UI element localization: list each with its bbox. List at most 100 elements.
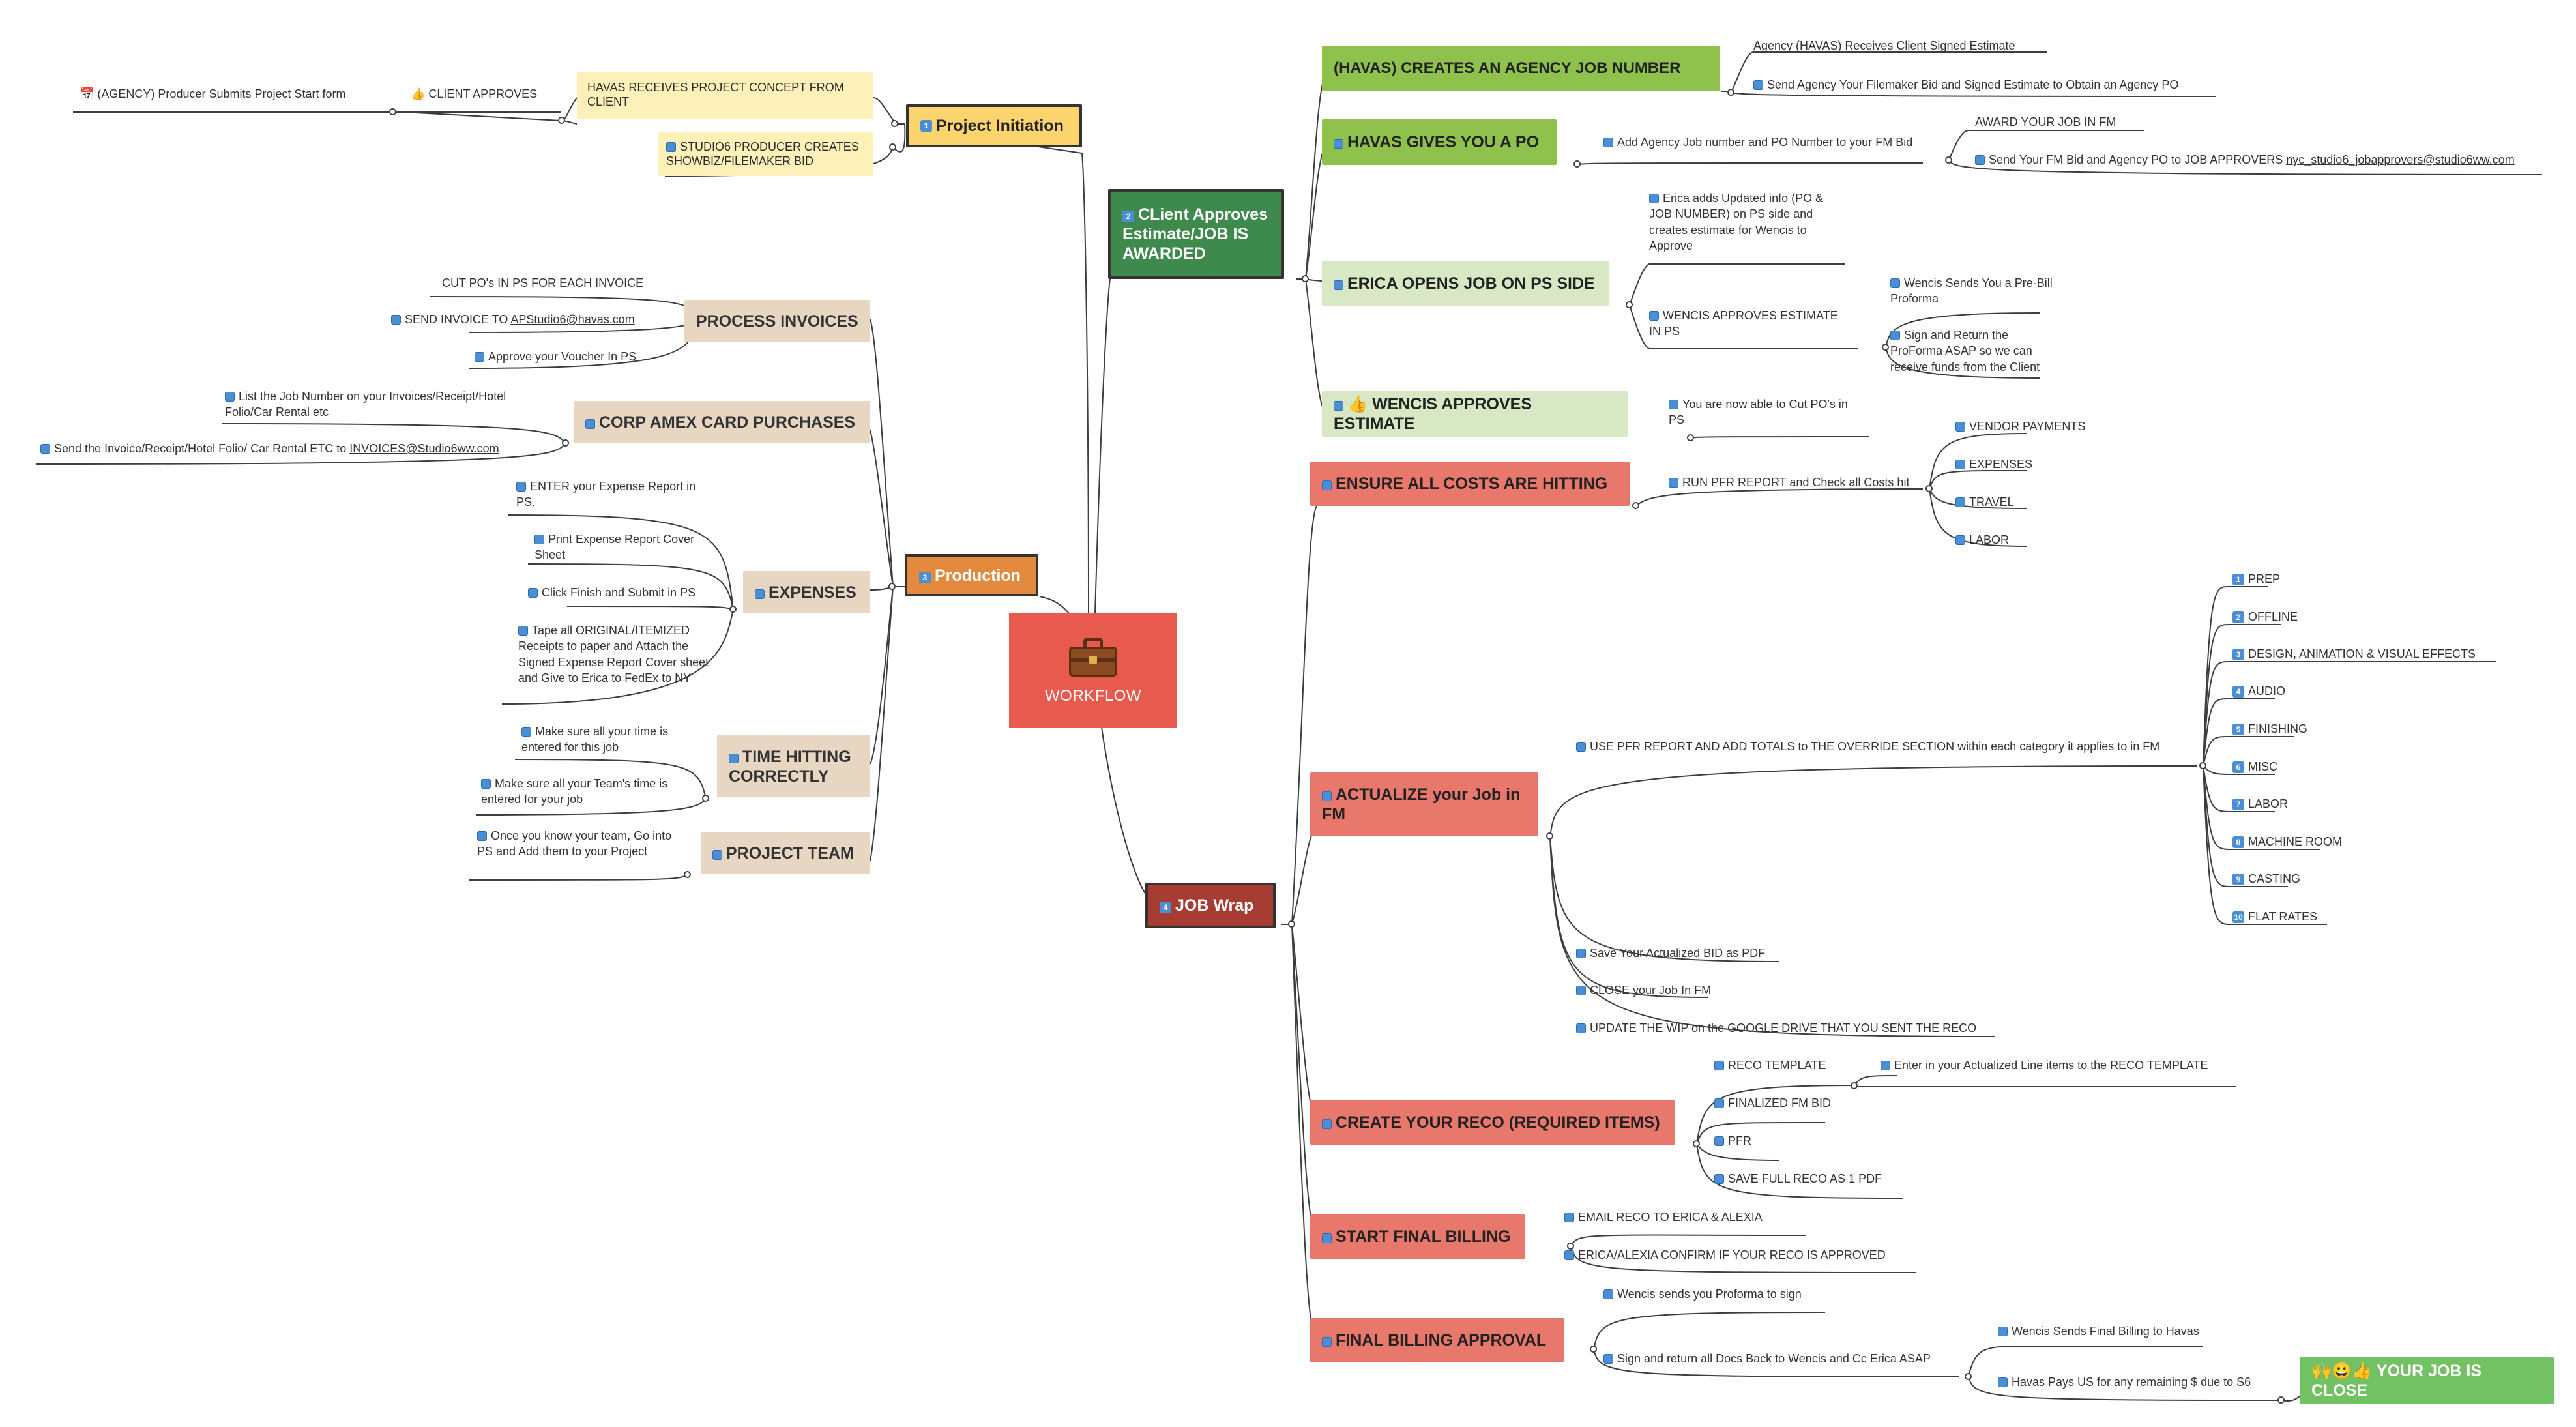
- badge-icon: 8: [2232, 836, 2244, 848]
- checkbox-icon: [1714, 1061, 1724, 1070]
- leaf-sign-return-proforma[interactable]: Sign and Return the ProForma ASAP so we …: [1890, 329, 2040, 374]
- leaf-cut-pos[interactable]: You are now able to Cut PO's in PS: [1669, 398, 1848, 427]
- leaf-award-job[interactable]: AWARD YOUR JOB IN FM: [1975, 115, 2116, 128]
- badge-icon: 5: [2232, 724, 2244, 735]
- node-wencis-approves-estimate[interactable]: 👍 WENCIS APPROVES ESTIMATE: [1322, 391, 1628, 437]
- badge-icon: 1: [2232, 574, 2244, 585]
- node-corp-amex[interactable]: CORP AMEX CARD PURCHASES: [574, 401, 870, 443]
- leaf-agency-receives-estimate[interactable]: Agency (HAVAS) Receives Client Signed Es…: [1753, 39, 2015, 52]
- node-producer-submits[interactable]: 📅 (AGENCY) Producer Submits Project Star…: [80, 87, 346, 100]
- checkbox-icon: [1603, 1354, 1613, 1364]
- node-time-hitting[interactable]: TIME HITTING CORRECTLY: [717, 735, 870, 797]
- leaf-tape-receipts[interactable]: Tape all ORIGINAL/ITEMIZED Receipts to p…: [518, 624, 709, 684]
- node-ensure-costs[interactable]: ENSURE ALL COSTS ARE HITTING: [1310, 462, 1630, 506]
- node-create-reco[interactable]: CREATE YOUR RECO (REQUIRED ITEMS): [1310, 1100, 1675, 1145]
- checkbox-icon: [1975, 155, 1985, 165]
- junction-dot: [1632, 502, 1639, 509]
- leaf-add-agency-job-number[interactable]: Add Agency Job number and PO Number to y…: [1603, 134, 1912, 150]
- node-final-billing-approval[interactable]: FINAL BILLING APPROVAL: [1310, 1318, 1564, 1362]
- node-project-team[interactable]: PROJECT TEAM: [701, 832, 870, 874]
- invoices-email-link[interactable]: INVOICES@Studio6ww.com: [349, 442, 499, 455]
- node-erica-opens-job[interactable]: ERICA OPENS JOB ON PS SIDE: [1322, 261, 1609, 306]
- node-client-approves[interactable]: 👍 CLIENT APPROVES: [411, 87, 538, 100]
- leaf-cut-pos-invoice[interactable]: CUT PO's IN PS FOR EACH INVOICE: [442, 276, 644, 289]
- node-havas-gives-po[interactable]: HAVAS GIVES YOU A PO: [1322, 119, 1557, 165]
- leaf-use-pfr-report[interactable]: USE PFR REPORT AND ADD TOTALS to THE OVE…: [1576, 739, 2159, 754]
- job-approvers-email-link[interactable]: nyc_studio6_jobapprovers@studio6ww.com: [2286, 153, 2515, 166]
- leaf-send-invoice-receipt[interactable]: Send the Invoice/Receipt/Hotel Folio/ Ca…: [40, 441, 499, 456]
- leaf-enter-expense-report[interactable]: ENTER your Expense Report in PS.: [516, 480, 696, 509]
- leaf-wencis-sends-proforma[interactable]: Wencis sends you Proforma to sign: [1603, 1286, 1802, 1302]
- junction-dot: [1546, 832, 1553, 840]
- leaf-save-actualized-bid[interactable]: Save Your Actualized BID as PDF: [1576, 945, 1765, 961]
- leaf-send-fm-bid[interactable]: Send Your FM Bid and Agency PO to JOB AP…: [1975, 152, 2515, 168]
- leaf-email-reco[interactable]: EMAIL RECO TO ERICA & ALEXIA: [1564, 1209, 1763, 1225]
- leaf-own-time[interactable]: Make sure all your time is entered for t…: [521, 725, 669, 754]
- junction-dot: [1965, 1373, 1972, 1380]
- node-actualize-job[interactable]: ACTUALIZE your Job in FM: [1310, 772, 1538, 836]
- checkbox-icon: [1603, 138, 1613, 147]
- leaf-erica-adds-info[interactable]: Erica adds Updated info (PO & JOB NUMBER…: [1649, 192, 1824, 252]
- leaf-sign-return-docs[interactable]: Sign and return all Docs Back to Wencis …: [1603, 1351, 1931, 1366]
- topic-project-initiation[interactable]: 1 Project Initiation: [906, 104, 1082, 147]
- leaf-list-job-number[interactable]: List the Job Number on your Invoices/Rec…: [225, 390, 506, 419]
- leaf-wencis-approves-in-ps[interactable]: WENCIS APPROVES ESTIMATE IN PS: [1649, 309, 1838, 338]
- node-creates-agency-job-number[interactable]: (HAVAS) CREATES AN AGENCY JOB NUMBER: [1322, 46, 1720, 91]
- leaf-send-invoice[interactable]: SEND INVOICE TO APStudio6@havas.com: [391, 312, 635, 327]
- leaf-approve-voucher[interactable]: Approve your Voucher In PS: [475, 349, 636, 364]
- checkbox-icon: [729, 753, 739, 763]
- leaf-wencis-sends-final[interactable]: Wencis Sends Final Billing to Havas: [1998, 1323, 2199, 1339]
- node-expenses[interactable]: EXPENSES: [743, 571, 870, 613]
- leaf-click-finish[interactable]: Click Finish and Submit in PS: [528, 585, 695, 600]
- checkbox-icon: [1955, 497, 1965, 507]
- leaf-confirm-reco[interactable]: ERICA/ALEXIA CONFIRM IF YOUR RECO IS APP…: [1564, 1247, 1886, 1263]
- leaf-send-agency-bid[interactable]: Send Agency Your Filemaker Bid and Signe…: [1753, 77, 2178, 93]
- node-havas-receives-concept[interactable]: HAVAS RECEIVES PROJECT CONCEPT FROM CLIE…: [577, 72, 873, 119]
- leaf-save-full-reco[interactable]: SAVE FULL RECO AS 1 PDF: [1714, 1171, 1882, 1186]
- leaf-finalized-fm-bid[interactable]: FINALIZED FM BID: [1714, 1095, 1831, 1111]
- leaf-pfr[interactable]: PFR: [1714, 1133, 1751, 1149]
- checkbox-icon: [518, 626, 528, 636]
- node-studio6-bid[interactable]: STUDIO6 PRODUCER CREATES SHOWBIZ/FILEMAK…: [658, 132, 873, 176]
- junction-dot: [1945, 156, 1952, 164]
- checkbox-icon: [1714, 1098, 1724, 1108]
- leaf-pre-bill-proforma[interactable]: Wencis Sends You a Pre-Bill Proforma: [1890, 276, 2053, 306]
- junction-dot: [562, 439, 569, 447]
- leaf-close-job-fm[interactable]: CLOSE your Job In FM: [1576, 982, 1711, 998]
- leaf-expenses[interactable]: EXPENSES: [1955, 456, 2032, 472]
- node-start-final-billing[interactable]: START FINAL BILLING: [1310, 1214, 1525, 1259]
- leaf-havas-pays[interactable]: Havas Pays US for any remaining $ due to…: [1998, 1374, 2251, 1390]
- node-process-invoices[interactable]: PROCESS INVOICES: [684, 300, 870, 342]
- leaf-add-team[interactable]: Once you know your team, Go into PS and …: [477, 829, 672, 859]
- junction-dot: [702, 795, 709, 802]
- leaf-update-wip[interactable]: UPDATE THE WIP on the GOOGLE DRIVE THAT …: [1576, 1020, 1976, 1036]
- leaf-enter-line-items[interactable]: Enter in your Actualized Line items to t…: [1881, 1057, 2208, 1073]
- checkbox-icon: [1322, 480, 1332, 490]
- leaf-travel[interactable]: TRAVEL: [1955, 494, 2014, 510]
- ap-email-link[interactable]: APStudio6@havas.com: [510, 313, 635, 326]
- node-job-closed[interactable]: 🙌😀👍 YOUR JOB IS CLOSE: [2300, 1357, 2554, 1404]
- central-topic[interactable]: WORKFLOW: [1009, 613, 1177, 728]
- checkbox-icon: [1603, 1289, 1613, 1299]
- checkbox-icon: [1998, 1327, 2008, 1336]
- leaf-labor[interactable]: LABOR: [1955, 532, 2009, 548]
- leaf-team-time[interactable]: Make sure all your Team's time is entere…: [481, 777, 668, 806]
- leaf-print-cover-sheet[interactable]: Print Expense Report Cover Sheet: [534, 533, 695, 562]
- leaf-vendor-payments[interactable]: VENDOR PAYMENTS: [1955, 419, 2085, 434]
- checkbox-icon: [391, 315, 401, 325]
- leaf-run-pfr[interactable]: RUN PFR REPORT and Check all Costs hit: [1669, 475, 1909, 490]
- leaf-reco-template[interactable]: RECO TEMPLATE: [1714, 1057, 1826, 1073]
